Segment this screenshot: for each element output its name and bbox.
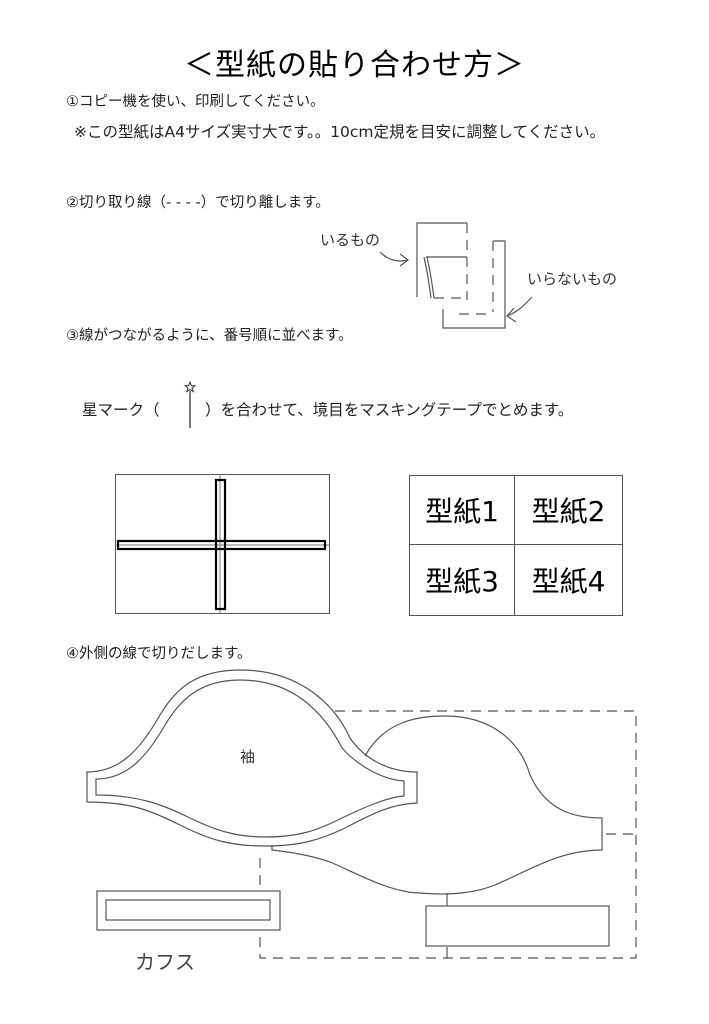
step-3-text: ③線がつながるように、番号順に並べます。 (66, 328, 353, 344)
alignment-cross-diagram (115, 474, 330, 614)
keep-label: いるもの (320, 231, 381, 249)
step-1-text: ①コピー機を使い、印刷してください。 (66, 94, 325, 110)
grid-cell-1: 型紙1 (410, 476, 515, 545)
discard-label: いらないもの (527, 270, 618, 288)
step-3-note-after: ）を合わせて、境目をマスキングテープでとめます。 (205, 401, 574, 419)
pattern-sheet-grid: 型紙1 型紙2 型紙3 型紙4 (409, 475, 623, 616)
step-1-note: ※この型紙はA4サイズ実寸大です。。10cm定規を目安に調整してください。 (74, 123, 606, 141)
page-title: ＜型紙の貼り合わせ方＞ (184, 48, 525, 83)
grid-cell-2: 型紙2 (515, 476, 622, 545)
step-2-text: ②切り取り線（‐ ‐ ‐ ‐）で切り離します。 (66, 195, 330, 211)
cuffs-label: カフス (135, 950, 195, 974)
grid-cell-4: 型紙4 (531, 565, 606, 598)
step-3-note-before: 星マーク（ (82, 401, 160, 419)
sleeve-label: 袖 (240, 748, 256, 766)
step-4-text: ④外側の線で切りだします。 (66, 646, 252, 662)
star-mark-icon (183, 380, 197, 428)
grid-cell-3: 型紙3 (410, 545, 515, 615)
